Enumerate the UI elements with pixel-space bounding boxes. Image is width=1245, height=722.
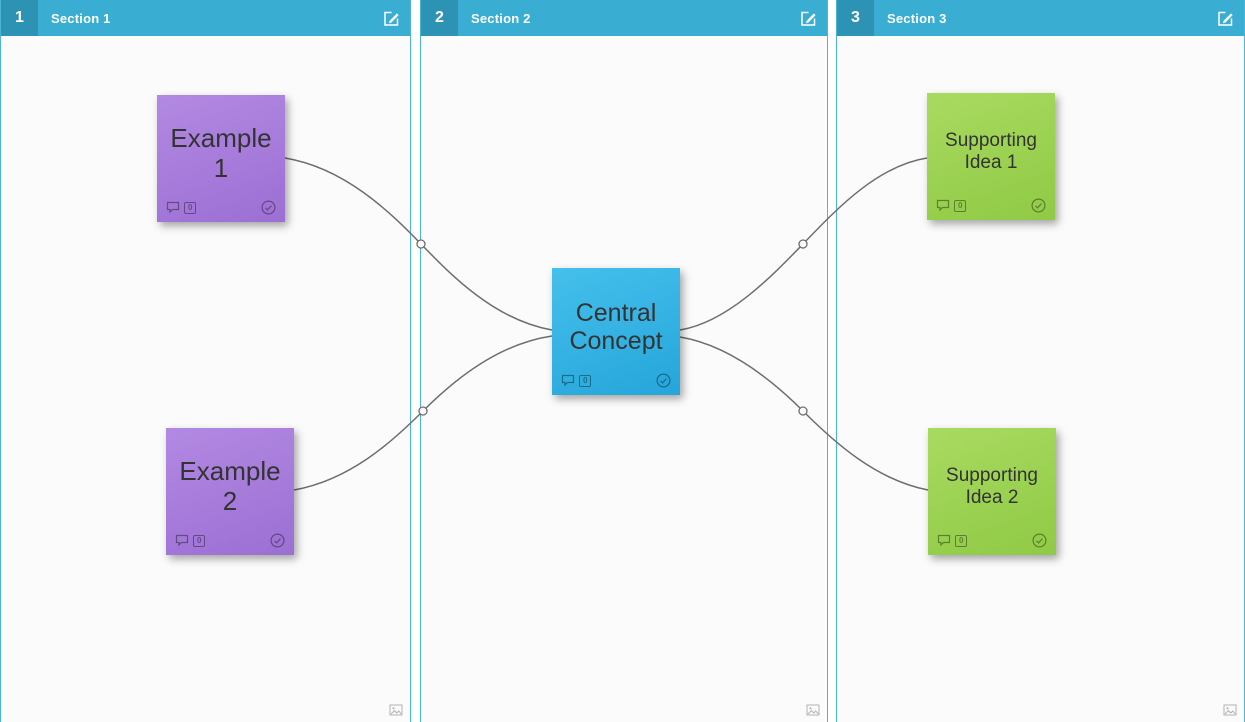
note-footer: 0 xyxy=(175,533,285,548)
section-2-header[interactable]: 2 Section 2 xyxy=(421,0,827,36)
comment-count: 0 xyxy=(954,199,967,212)
section-1-header[interactable]: 1 Section 1 xyxy=(1,0,410,36)
comment-count: 0 xyxy=(184,201,197,214)
note-text: Supporting Idea 1 xyxy=(945,130,1037,173)
check-icon[interactable] xyxy=(1032,533,1047,548)
comment-icon[interactable] xyxy=(937,534,951,547)
comment-icon[interactable] xyxy=(175,534,189,547)
comment-icon[interactable] xyxy=(166,201,180,214)
check-icon[interactable] xyxy=(261,200,276,215)
comment-count: 0 xyxy=(193,534,206,547)
note-text: Central Concept xyxy=(569,298,663,355)
section-number-badge: 1 xyxy=(1,0,38,36)
section-image-icon[interactable] xyxy=(806,704,820,716)
section-image-icon[interactable] xyxy=(389,704,403,716)
check-icon[interactable] xyxy=(656,373,671,388)
sticky-note-central-concept[interactable]: Central Concept 0 xyxy=(552,268,680,395)
section-number-badge: 3 xyxy=(837,0,874,36)
comment-count: 0 xyxy=(955,534,968,547)
section-title: Section 1 xyxy=(51,10,111,26)
section-title: Section 2 xyxy=(471,10,531,26)
note-footer: 0 xyxy=(561,373,671,388)
edit-section-icon[interactable] xyxy=(383,10,400,27)
check-icon[interactable] xyxy=(1031,198,1046,213)
sticky-note-supporting-idea-1[interactable]: Supporting Idea 1 0 xyxy=(927,93,1055,220)
note-text: Example 2 xyxy=(179,456,281,516)
note-footer: 0 xyxy=(166,200,276,215)
sticky-note-example-1[interactable]: Example 1 0 xyxy=(157,95,285,222)
note-text: Example 1 xyxy=(170,123,272,183)
note-footer: 0 xyxy=(936,198,1046,213)
note-text: Supporting Idea 2 xyxy=(946,465,1038,508)
note-footer: 0 xyxy=(937,533,1047,548)
check-icon[interactable] xyxy=(270,533,285,548)
comment-count: 0 xyxy=(579,374,592,387)
comment-icon[interactable] xyxy=(936,199,950,212)
comment-icon[interactable] xyxy=(561,374,575,387)
section-3-header[interactable]: 3 Section 3 xyxy=(837,0,1244,36)
sticky-note-example-2[interactable]: Example 2 0 xyxy=(166,428,294,555)
section-image-icon[interactable] xyxy=(1223,704,1237,716)
section-title: Section 3 xyxy=(887,10,947,26)
edit-section-icon[interactable] xyxy=(800,10,817,27)
section-number-badge: 2 xyxy=(421,0,458,36)
sticky-note-supporting-idea-2[interactable]: Supporting Idea 2 0 xyxy=(928,428,1056,555)
edit-section-icon[interactable] xyxy=(1217,10,1234,27)
